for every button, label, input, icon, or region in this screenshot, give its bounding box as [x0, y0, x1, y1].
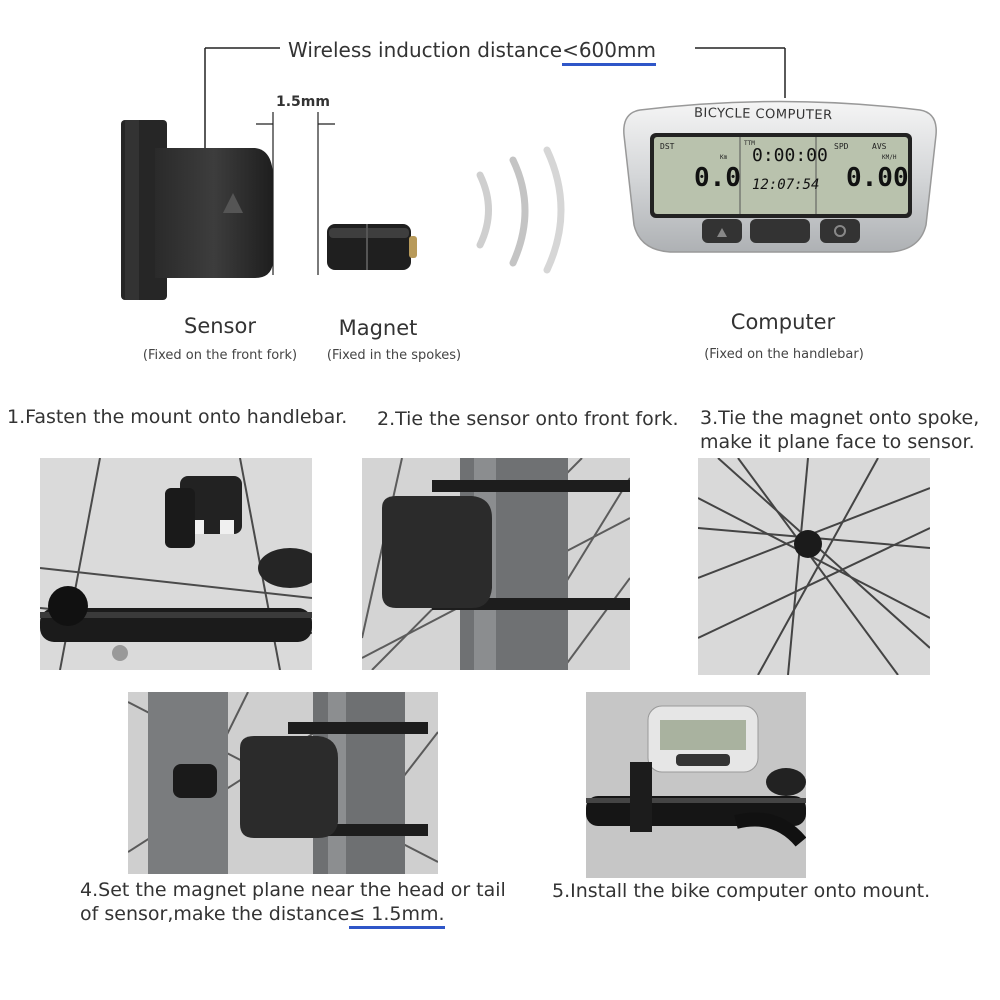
ttm-value: 0:00:00	[752, 145, 828, 166]
step-4-photo	[128, 692, 438, 874]
sensor-device	[121, 120, 273, 300]
step-3-text: 3.Tie the magnet onto spoke, make it pla…	[700, 406, 979, 454]
step-1-photo	[40, 458, 312, 670]
dst-label: DST	[660, 142, 675, 151]
speed-value: 0.00	[846, 163, 909, 193]
avs-label: AVS	[872, 142, 887, 151]
dst-unit: Km	[720, 154, 728, 161]
step-4-text: 4.Set the magnet plane near the head or …	[80, 878, 506, 929]
ttm-label: TTM	[744, 140, 755, 147]
computer-brand: BICYCLE COMPUTER	[693, 105, 833, 124]
sensor-note: (Fixed on the front fork)	[142, 348, 298, 363]
step-4-line-2-prefix: of sensor,make the distance	[80, 903, 350, 925]
magnet-title: Magnet	[338, 316, 418, 340]
computer-note: (Fixed on the handlebar)	[704, 347, 864, 362]
distance-text: Wireless induction distance	[288, 38, 563, 62]
step-3-line-1: 3.Tie the magnet onto spoke,	[700, 407, 980, 429]
step-4-line-1: 4.Set the magnet plane near the head or …	[80, 879, 506, 901]
step-4-line-2: of sensor,make the distance≤ 1.5mm.	[80, 902, 506, 929]
step-3-line-2: make it plane face to sensor.	[700, 431, 975, 453]
wireless-distance-label: Wireless induction distance<600mm	[288, 38, 656, 66]
sensor-title: Sensor	[184, 314, 256, 338]
step-3-photo	[698, 458, 930, 675]
distance-value: <600mm	[562, 38, 656, 66]
speed-unit: KM/H	[882, 154, 897, 161]
step-2-text: 2.Tie the sensor onto front fork.	[377, 408, 679, 430]
step-1-text: 1.Fasten the mount onto handlebar.	[7, 406, 348, 428]
spd-label: SPD	[834, 142, 849, 151]
bicycle-computer-device: BICYCLE COMPUTER DST Km 0.0 TTM 0:00:00 …	[620, 95, 940, 255]
magnet-device	[327, 224, 417, 270]
step-4-distance-value: ≤ 1.5mm.	[349, 903, 445, 929]
gap-label: 1.5mm	[276, 94, 330, 110]
step-5-photo	[586, 692, 806, 878]
magnet-note: (Fixed in the spokes)	[326, 348, 462, 363]
dst-value: 0.0	[694, 163, 741, 193]
diagram-lines	[204, 47, 786, 140]
wireless-signal-icon	[476, 146, 565, 274]
clock-value: 12:07:54	[752, 177, 820, 193]
computer-title: Computer	[730, 310, 836, 334]
step-2-photo	[362, 458, 630, 670]
step-5-text: 5.Install the bike computer onto mount.	[552, 880, 931, 902]
